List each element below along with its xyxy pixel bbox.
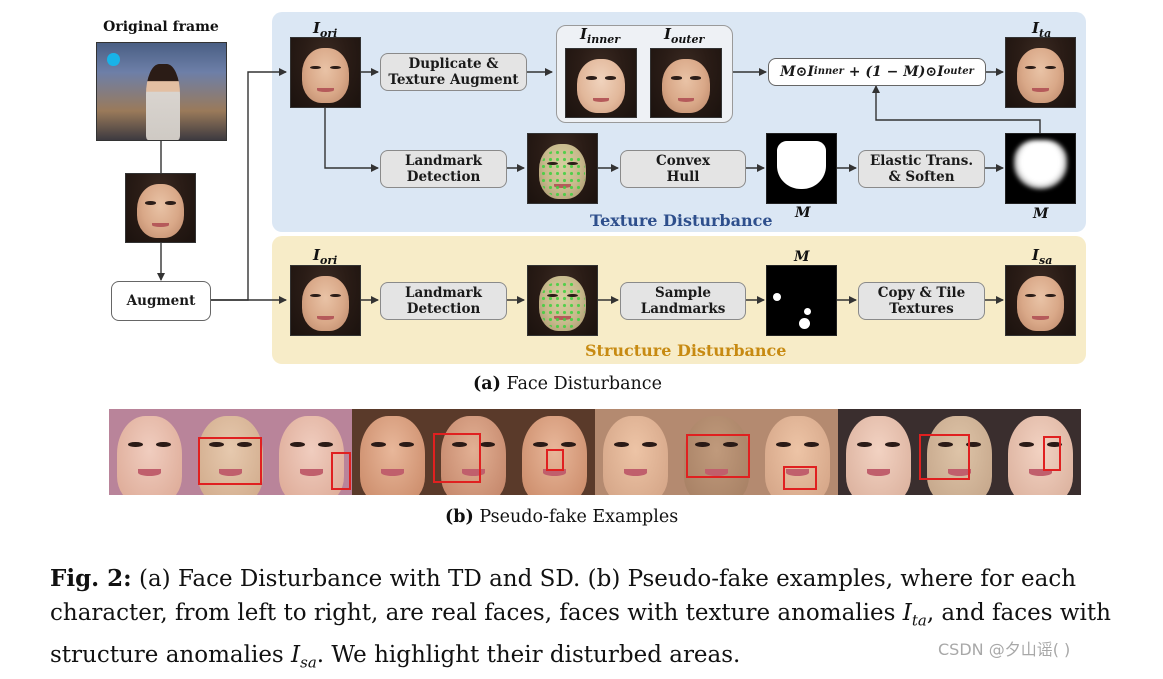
- convex-mask-image: [766, 133, 837, 204]
- td-output-face: [1005, 37, 1076, 108]
- elastic-soften-box: Elastic Trans. & Soften: [858, 150, 985, 188]
- example-face: [514, 409, 595, 495]
- i-sa-label: Isa: [1032, 246, 1053, 267]
- arrow-mask-to-formula: [872, 85, 1041, 133]
- example-face: [109, 409, 190, 495]
- news-anchor-figure: [146, 64, 180, 140]
- structure-disturbance-title: Structure Disturbance: [585, 341, 787, 360]
- example-face: [838, 409, 919, 495]
- pseudo-fake-strip: [109, 409, 1081, 495]
- broadcast-logo-icon: [107, 52, 121, 67]
- sample-landmarks-box: Sample Landmarks: [620, 282, 746, 320]
- convex-hull-box: Convex Hull: [620, 150, 746, 188]
- disturbed-area-box: [546, 449, 564, 471]
- i-outer-label: Iouter: [664, 25, 705, 46]
- example-face: [757, 409, 838, 495]
- original-frame-label: Original frame: [103, 19, 219, 35]
- watermark: CSDN @夕山谣( ): [938, 640, 1071, 659]
- sd-landmark-box: Landmark Detection: [380, 282, 507, 320]
- arrow-ori-to-landmark: [324, 108, 379, 172]
- i-ta-label: Ita: [1032, 19, 1052, 40]
- sampled-mask-image: [766, 265, 837, 336]
- example-face: [676, 409, 757, 495]
- duplicate-augment-box: Duplicate & Texture Augment: [380, 53, 527, 91]
- example-face: [271, 409, 352, 495]
- copy-tile-box: Copy & Tile Textures: [858, 282, 985, 320]
- disturbed-area-box: [1043, 436, 1061, 471]
- inner-face: [565, 48, 637, 118]
- sd-input-face: [290, 265, 361, 336]
- sd-output-face: [1005, 265, 1076, 336]
- subcaption-a: (a) Face Disturbance: [473, 374, 662, 394]
- disturbed-area-box: [331, 452, 351, 490]
- outer-face: [650, 48, 722, 118]
- subcaption-b: (b) Pseudo-fake Examples: [445, 507, 679, 527]
- disturbed-area-box: [783, 466, 817, 490]
- soft-mask-image: [1005, 133, 1076, 204]
- disturbed-area-box: [919, 434, 970, 480]
- augment-box: Augment: [111, 281, 211, 321]
- mask-label-1: M: [795, 205, 811, 221]
- example-face: [190, 409, 271, 495]
- mask-label-2: M: [1033, 206, 1049, 222]
- td-input-face: [290, 37, 361, 108]
- example-face: [1000, 409, 1081, 495]
- si-ori-label: Iori: [313, 246, 338, 267]
- disturbed-area-box: [433, 433, 481, 483]
- example-face: [352, 409, 433, 495]
- ti-ori-label: Iori: [313, 19, 338, 40]
- disturbed-area-box: [198, 437, 262, 485]
- disturbed-area-box: [686, 434, 750, 478]
- figure-caption: Fig. 2: (a) Face Disturbance with TD and…: [50, 565, 1111, 672]
- texture-disturbance-title: Texture Disturbance: [590, 211, 773, 230]
- original-frame-image: [96, 42, 227, 141]
- i-inner-label: Iinner: [580, 25, 620, 46]
- sd-landmark-face: [527, 265, 598, 336]
- sd-mask-label: M: [794, 249, 810, 265]
- example-face: [433, 409, 514, 495]
- cropped-face-image: [125, 173, 196, 243]
- example-face: [919, 409, 1000, 495]
- example-face: [595, 409, 676, 495]
- td-landmark-box: Landmark Detection: [380, 150, 507, 188]
- td-landmark-face: [527, 133, 598, 204]
